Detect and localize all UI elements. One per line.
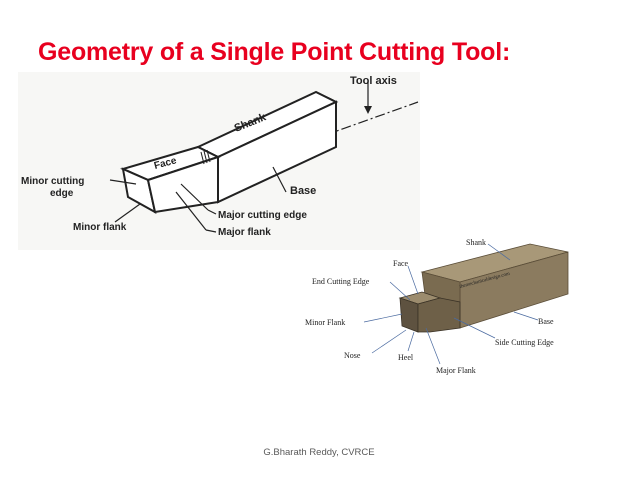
render-minor-flank xyxy=(399,297,419,333)
label-major-flank: Major flank xyxy=(218,227,271,238)
render-label-minor-flank: Minor Flank xyxy=(305,318,345,327)
render-label-end-cutting-edge: End Cutting Edge xyxy=(312,277,370,286)
rendered-tool-diagram: themechanicaldesign.com Shank Face End C… xyxy=(305,238,569,375)
render-major-flank xyxy=(417,297,461,333)
render-label-side-cutting-edge: Side Cutting Edge xyxy=(495,338,554,347)
label-tool-axis: Tool axis xyxy=(350,75,397,87)
label-major-cutting-edge: Major cutting edge xyxy=(218,210,307,221)
label-minor-cutting-edge-1: Minor cutting xyxy=(21,176,84,187)
render-label-base: Base xyxy=(538,317,554,326)
slide-title: Geometry of a Single Point Cutting Tool: xyxy=(38,38,511,66)
slide-footer: G.Bharath Reddy, CVRCE xyxy=(263,447,375,458)
render-label-face: Face xyxy=(393,259,409,268)
render-label-major-flank: Major Flank xyxy=(436,366,476,375)
render-label-shank: Shank xyxy=(466,238,486,247)
label-minor-flank: Minor flank xyxy=(73,222,127,233)
sketch-tool-diagram: Tool axis Shank Face Minor cutting edge … xyxy=(18,72,420,250)
label-base: Base xyxy=(290,185,316,197)
render-label-heel: Heel xyxy=(398,353,414,362)
render-label-nose: Nose xyxy=(344,351,361,360)
major-flank-surface xyxy=(146,155,219,214)
render-leader-lines xyxy=(363,243,539,365)
label-minor-cutting-edge-2: edge xyxy=(50,188,74,199)
